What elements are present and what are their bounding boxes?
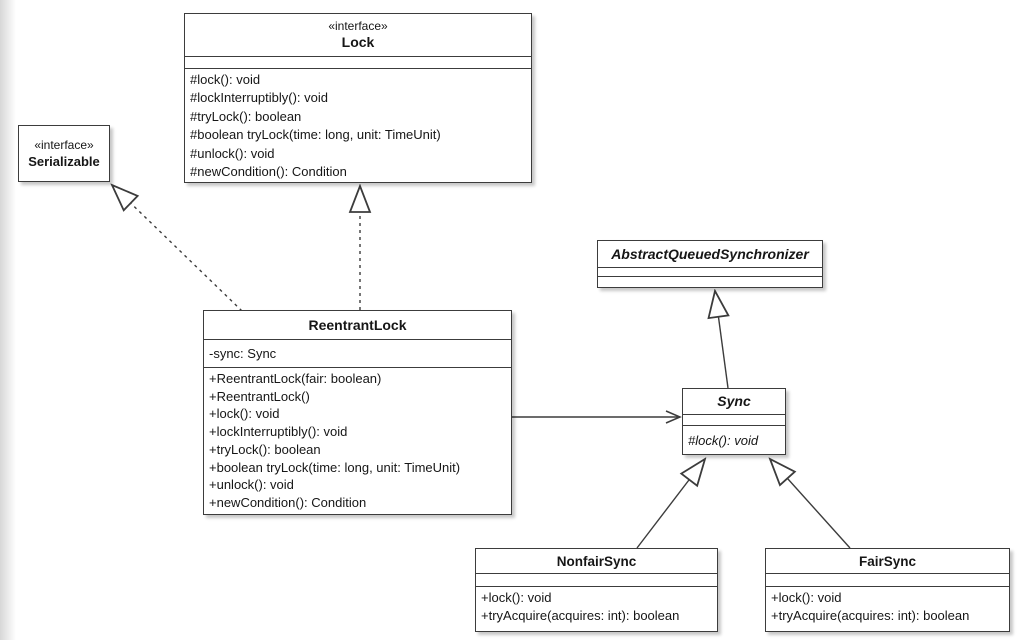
method-entry: #lock(): void: [190, 72, 261, 87]
method-entry: +boolean tryLock(time: long, unit: TimeU…: [209, 459, 461, 475]
class-stereotype: «interface»: [34, 137, 94, 152]
class-header: Sync: [683, 389, 785, 414]
methods-compartment: +ReentrantLock(fair: boolean) +Reentrant…: [204, 367, 511, 514]
method-entry: +lock(): void: [771, 590, 842, 605]
method-entry: +lock(): void: [209, 406, 280, 422]
method-entry: +tryAcquire(acquires: int): boolean: [481, 608, 680, 623]
method-entry: +tryAcquire(acquires: int): boolean: [771, 608, 970, 623]
attributes-compartment: -sync: Sync: [204, 339, 511, 367]
attributes-compartment: [598, 267, 822, 276]
attributes-compartment: [683, 414, 785, 425]
methods-compartment: [598, 276, 822, 287]
class-name: NonfairSync: [556, 553, 637, 569]
class-box-sync: Sync #lock(): void: [682, 388, 786, 455]
generalization-arrow-fairsync-to-sync: [770, 459, 851, 549]
class-name: ReentrantLock: [308, 316, 407, 333]
method-entry: +lock(): void: [481, 590, 552, 605]
method-entry: +tryLock(): boolean: [209, 441, 321, 457]
method-entry: #newCondition(): Condition: [190, 164, 347, 180]
methods-compartment: #lock(): void: [683, 425, 785, 454]
class-name: Serializable: [28, 153, 100, 169]
class-name: AbstractQueuedSynchronizer: [611, 245, 809, 262]
attribute-entry: -sync: Sync: [209, 346, 277, 361]
class-header: ReentrantLock: [204, 311, 511, 339]
class-box-reentrantlock: ReentrantLock -sync: Sync +ReentrantLock…: [203, 310, 512, 515]
method-entry: #lockInterruptibly(): void: [190, 90, 328, 106]
method-entry: +ReentrantLock(): [209, 388, 310, 404]
methods-compartment: #lock(): void #lockInterruptibly(): void…: [185, 68, 531, 182]
method-entry: #lock(): void: [688, 432, 759, 448]
class-header: «interface» Lock: [185, 14, 531, 56]
attributes-compartment: [185, 56, 531, 68]
class-name: Sync: [717, 393, 751, 409]
method-entry: +ReentrantLock(fair: boolean): [209, 371, 382, 386]
generalization-arrow-nonfairsync-to-sync: [636, 459, 705, 549]
class-box-abstractqueuedsynchronizer: AbstractQueuedSynchronizer: [597, 240, 823, 288]
class-name: Lock: [341, 34, 375, 50]
class-header: AbstractQueuedSynchronizer: [598, 241, 822, 267]
method-entry: +newCondition(): Condition: [209, 494, 367, 510]
methods-compartment: +lock(): void +tryAcquire(acquires: int)…: [766, 586, 1009, 631]
method-entry: +unlock(): void: [209, 477, 294, 493]
class-header: NonfairSync: [476, 549, 717, 573]
methods-compartment: +lock(): void +tryAcquire(acquires: int)…: [476, 586, 717, 631]
class-box-fairsync: FairSync +lock(): void +tryAcquire(acqui…: [765, 548, 1010, 632]
generalization-arrow-sync-to-aqs: [715, 291, 728, 389]
attributes-compartment: [766, 573, 1009, 586]
class-box-lock: «interface» Lock #lock(): void #lockInte…: [184, 13, 532, 183]
page-edge-shadow: [0, 0, 16, 640]
class-header: FairSync: [766, 549, 1009, 573]
attributes-compartment: [476, 573, 717, 586]
method-entry: #tryLock(): boolean: [190, 108, 302, 124]
class-box-serializable: «interface» Serializable: [18, 125, 110, 182]
realization-arrow-reentrantlock-to-serializable: [112, 185, 243, 312]
class-box-nonfairsync: NonfairSync +lock(): void +tryAcquire(ac…: [475, 548, 718, 632]
class-header: «interface» Serializable: [19, 126, 109, 181]
method-entry: +lockInterruptibly(): void: [209, 424, 348, 440]
class-stereotype: «interface»: [328, 19, 388, 33]
method-entry: #boolean tryLock(time: long, unit: TimeU…: [190, 127, 441, 143]
method-entry: #unlock(): void: [190, 145, 275, 161]
class-name: FairSync: [858, 553, 917, 569]
